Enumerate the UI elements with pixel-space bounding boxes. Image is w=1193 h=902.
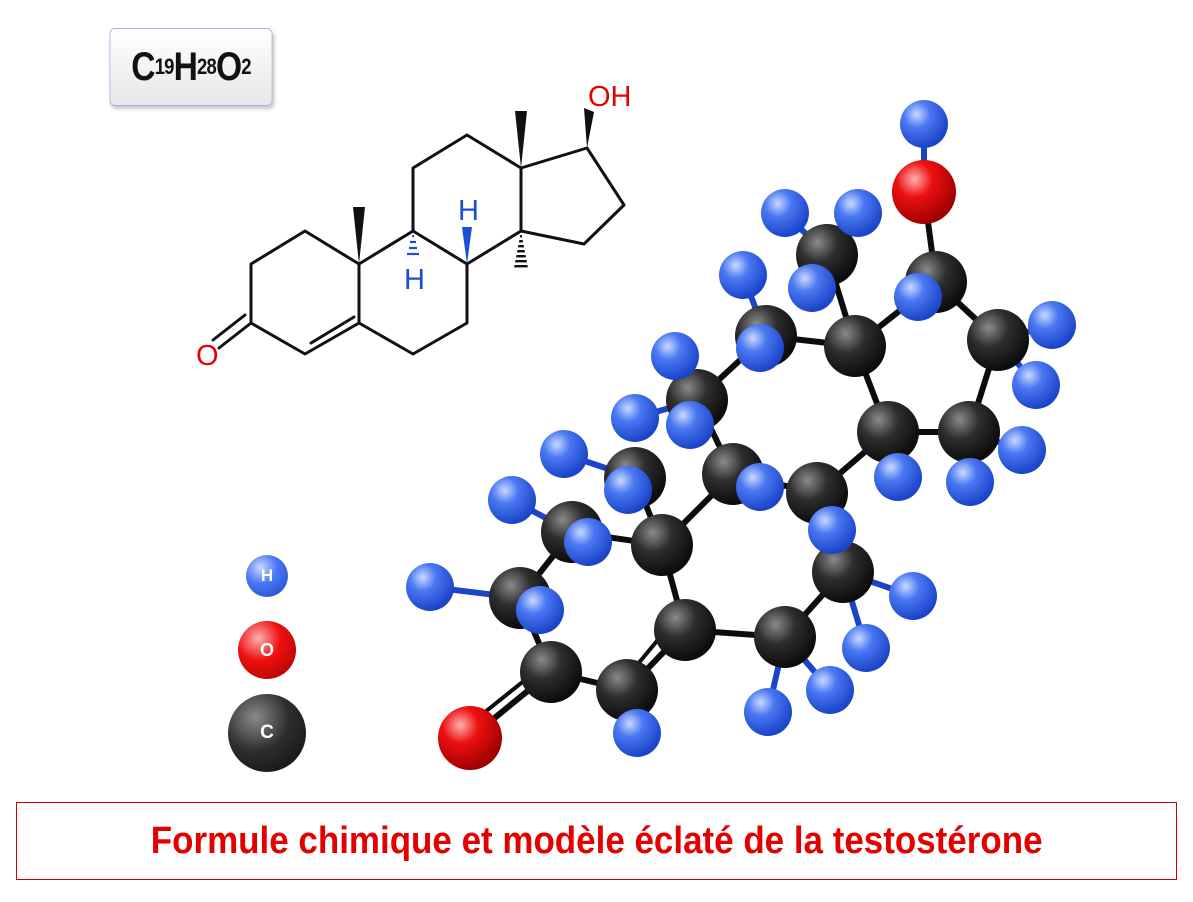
hydrogen-atom bbox=[894, 273, 942, 321]
carbon-atom bbox=[631, 514, 693, 576]
hydrogen-atom bbox=[564, 518, 612, 566]
oxygen-atom bbox=[438, 706, 502, 770]
methyl-wedge-c13 bbox=[515, 111, 527, 168]
formula-c: C bbox=[131, 44, 155, 89]
hydrogen-atom bbox=[611, 394, 659, 442]
caption-text: Formule chimique et modèle éclaté de la … bbox=[150, 819, 1043, 862]
hydrogen-atom bbox=[744, 688, 792, 736]
carbon-atom bbox=[654, 599, 716, 661]
hydrogen-atom bbox=[998, 426, 1046, 474]
formula-h-count: 28 bbox=[197, 54, 217, 79]
carbon-atom bbox=[754, 606, 816, 668]
hydrogen-atom bbox=[834, 189, 882, 237]
methyl-wedge-c10 bbox=[353, 207, 365, 264]
hydrogen-atom bbox=[651, 332, 699, 380]
hydrogen-atom bbox=[761, 189, 809, 237]
hydrogen-atom bbox=[604, 466, 652, 514]
hydrogen-atom bbox=[1012, 361, 1060, 409]
hydrogen-atom bbox=[488, 476, 536, 524]
hydrogen-wedge-c8 bbox=[462, 227, 472, 264]
formula-c-count: 19 bbox=[154, 54, 175, 79]
hydroxyl-wedge bbox=[584, 108, 594, 148]
carbon-atom bbox=[520, 641, 582, 703]
carbon-atom bbox=[812, 541, 874, 603]
legend-carbon-atom: C bbox=[228, 694, 306, 772]
hydrogen-atom bbox=[946, 458, 994, 506]
hydrogen-atom bbox=[889, 572, 937, 620]
hydrogen-atom bbox=[719, 251, 767, 299]
formula-h: H bbox=[173, 44, 198, 89]
legend-oxygen-label: O bbox=[259, 639, 274, 660]
caption-box: Formule chimique et modèle éclaté de la … bbox=[16, 802, 1177, 880]
legend-hydrogen-label: H bbox=[260, 566, 274, 585]
oxygen-atom bbox=[892, 160, 956, 224]
hydrogen-hash-c9 bbox=[407, 234, 419, 256]
legend-hydrogen-atom: H bbox=[246, 555, 288, 597]
hydrogen-atom bbox=[516, 586, 564, 634]
hydroxyl-label: OH bbox=[588, 81, 632, 113]
methyl-hash-c14 bbox=[514, 231, 528, 268]
carbon-atom bbox=[938, 401, 1000, 463]
formula-o-count: 2 bbox=[241, 54, 251, 79]
carbon-atom bbox=[824, 315, 886, 377]
formula-o: O bbox=[215, 44, 242, 89]
hydrogen-atom bbox=[1028, 301, 1076, 349]
hydrogen-atom bbox=[808, 506, 856, 554]
hydrogen-atom bbox=[613, 709, 661, 757]
carbon-atom bbox=[596, 659, 658, 721]
model-atoms bbox=[406, 100, 1076, 770]
carbon-atom bbox=[857, 401, 919, 463]
hydrogen-label-bottom: H bbox=[404, 264, 425, 296]
hydrogen-atom bbox=[842, 624, 890, 672]
hydrogen-atom bbox=[788, 264, 836, 312]
hydrogen-atom bbox=[540, 430, 588, 478]
hydrogen-label-top: H bbox=[458, 195, 479, 227]
hydrogen-atom bbox=[666, 401, 714, 449]
hydrogen-atom bbox=[406, 563, 454, 611]
hydrogen-atom bbox=[900, 100, 948, 148]
hydrogen-atom bbox=[806, 666, 854, 714]
carbon-atom bbox=[967, 309, 1029, 371]
hydrogen-atom bbox=[736, 324, 784, 372]
legend-carbon-label: C bbox=[260, 722, 274, 743]
legend-oxygen-atom: O bbox=[238, 621, 296, 679]
ketone-oxygen-label: O bbox=[196, 340, 219, 372]
hydrogen-atom bbox=[736, 463, 784, 511]
hydrogen-atom bbox=[874, 453, 922, 501]
